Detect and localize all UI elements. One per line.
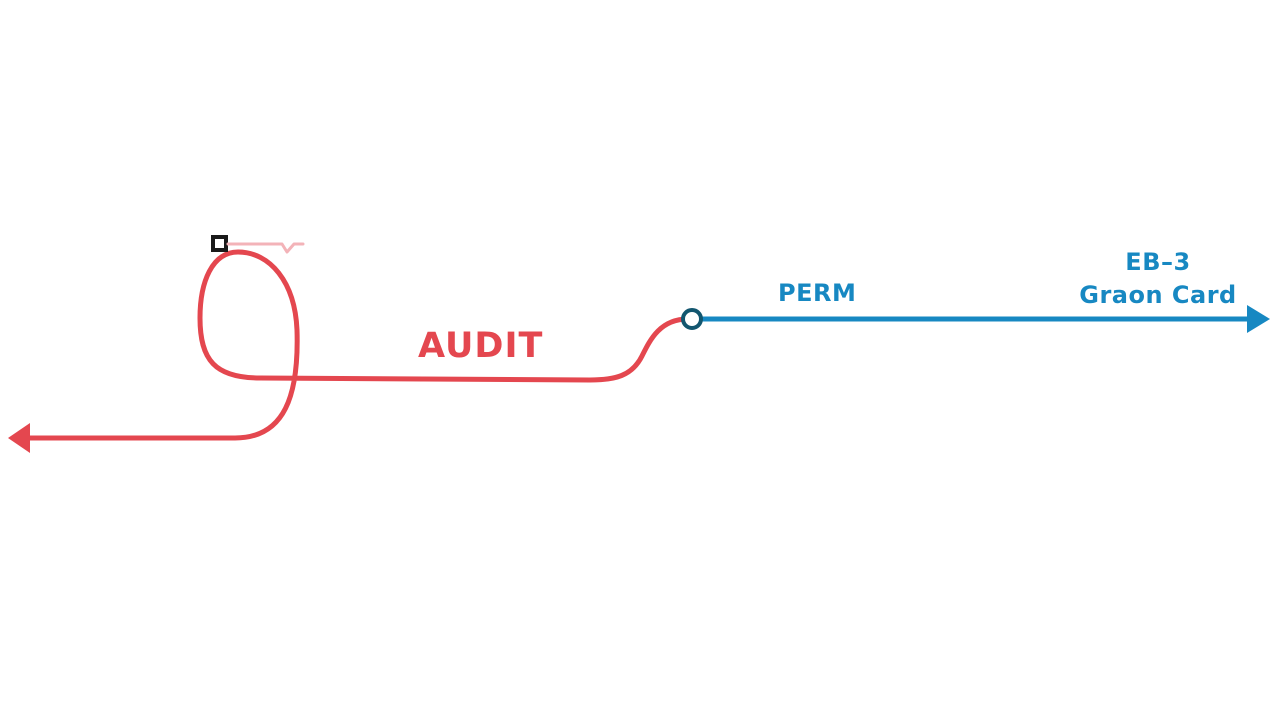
flag-tail bbox=[226, 242, 305, 254]
arrow-left-icon bbox=[8, 423, 30, 453]
green-card-label: EB–3 Graon Card bbox=[1040, 246, 1276, 312]
open-circle-icon bbox=[681, 308, 703, 330]
audit-path bbox=[27, 249, 691, 441]
green-card-label-line2: Graon Card bbox=[1079, 281, 1237, 309]
arrow-right-icon bbox=[1247, 305, 1270, 333]
flag-icon bbox=[211, 235, 228, 252]
perm-label: PERM bbox=[778, 279, 857, 307]
audit-label: AUDIT bbox=[418, 326, 544, 366]
green-card-label-line1: EB–3 bbox=[1125, 248, 1191, 276]
